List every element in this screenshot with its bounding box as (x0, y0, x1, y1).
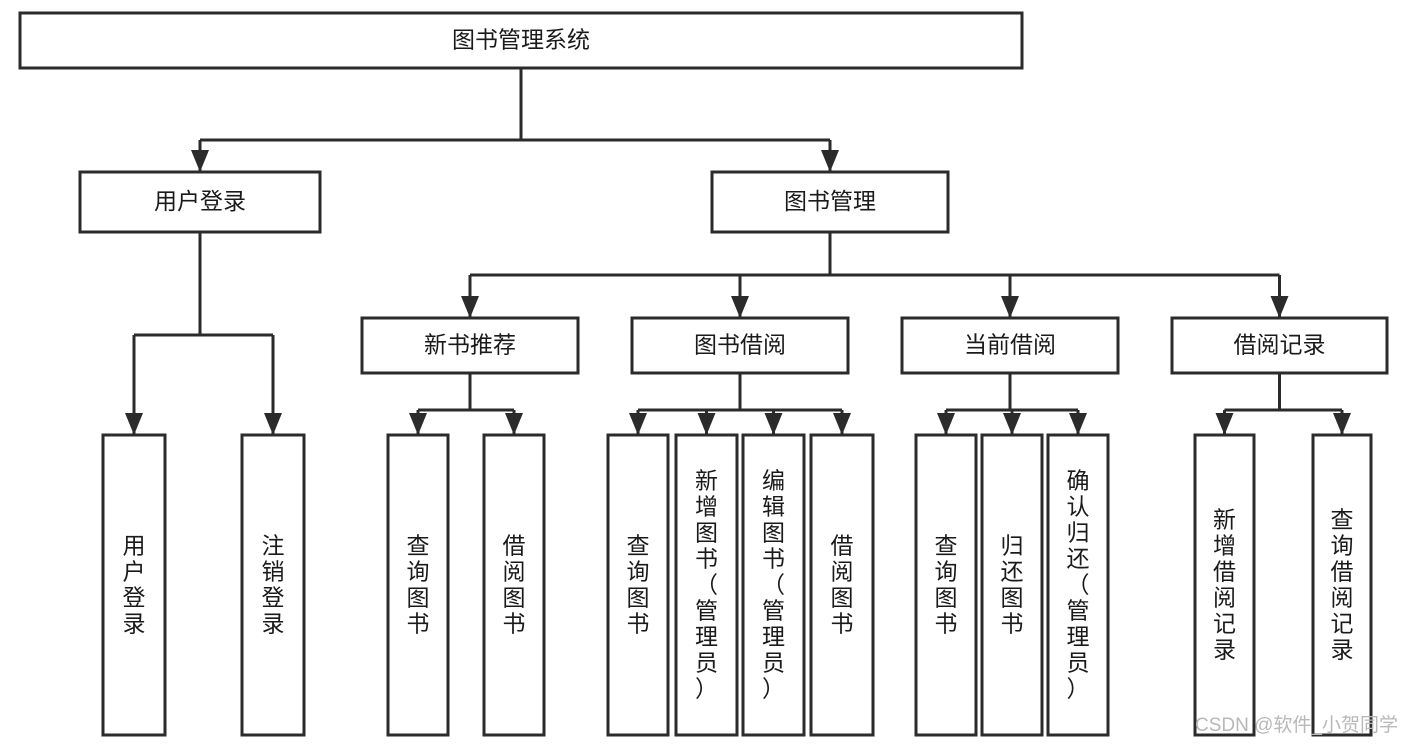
node-label-borrow-borrow-book: 借阅图书 (831, 532, 854, 636)
arrow-head-icon-current-query-book (937, 413, 955, 435)
node-label-book-borrow: 图书借阅 (694, 332, 786, 358)
node-label-borrow-add-book-admin: 新增图书（管理员） (695, 467, 718, 701)
node-borrow-edit-book-admin[interactable]: 编辑图书（管理员） (741, 433, 806, 737)
node-user-login[interactable]: 用户登录 (78, 170, 322, 234)
arrow-head-icon-borrow-add-book-admin (697, 413, 716, 435)
node-root[interactable]: 图书管理系统 (18, 11, 1024, 70)
node-box-borrow-record (1170, 316, 1389, 375)
node-box-current-confirm-return-admin (1046, 433, 1110, 737)
node-label-current-query-book: 查询图书 (935, 532, 958, 636)
arrow-head-icon-book-borrow (731, 296, 749, 318)
arrow-head-icon-new-book-recommend (461, 296, 479, 318)
node-box-recommend-query-book (386, 433, 450, 737)
node-label-borrow-record: 借阅记录 (1234, 332, 1326, 358)
node-box-user-login (78, 170, 322, 234)
node-user-login-action[interactable]: 用户登录 (101, 433, 167, 737)
node-label-current-return-book: 归还图书 (1001, 532, 1024, 636)
node-box-user-logout-action (240, 433, 306, 737)
arrow-head-icon-book-management (821, 150, 839, 172)
node-label-new-book-recommend: 新书推荐 (424, 332, 516, 358)
arrow-head-icon-current-borrow (1001, 296, 1019, 318)
node-current-borrow[interactable]: 当前借阅 (900, 316, 1120, 375)
node-current-confirm-return-admin[interactable]: 确认归还（管理员） (1046, 433, 1110, 737)
node-box-root (18, 11, 1024, 70)
node-box-borrow-add-book-admin (674, 433, 739, 737)
node-recommend-borrow-book[interactable]: 借阅图书 (482, 433, 546, 737)
node-box-borrow-edit-book-admin (741, 433, 806, 737)
node-box-record-add (1193, 433, 1256, 737)
arrow-head-icon-borrow-edit-book-admin (764, 413, 783, 435)
node-box-current-borrow (900, 316, 1120, 375)
node-user-logout-action[interactable]: 注销登录 (240, 433, 306, 737)
node-current-query-book[interactable]: 查询图书 (914, 433, 978, 737)
node-book-management[interactable]: 图书管理 (710, 170, 950, 234)
node-label-root: 图书管理系统 (452, 27, 590, 53)
node-box-borrow-query-book (606, 433, 670, 737)
csdn-watermark: CSDN @软件_小贺同学 (1195, 714, 1398, 736)
node-borrow-query-book[interactable]: 查询图书 (606, 433, 670, 737)
node-borrow-add-book-admin[interactable]: 新增图书（管理员） (674, 433, 739, 737)
node-box-new-book-recommend (360, 316, 580, 375)
node-record-query[interactable]: 查询借阅记录 (1311, 433, 1373, 737)
arrow-head-icon-user-logout-action (264, 413, 282, 435)
connectors-layer (125, 68, 1351, 435)
node-record-add[interactable]: 新增借阅记录 (1193, 433, 1256, 737)
arrow-head-icon-recommend-borrow-book (505, 413, 523, 435)
node-box-book-management (710, 170, 950, 234)
node-borrow-record[interactable]: 借阅记录 (1170, 316, 1389, 375)
node-label-book-management: 图书管理 (784, 188, 876, 214)
node-label-record-add: 新增借阅记录 (1213, 506, 1236, 662)
node-box-user-login-action (101, 433, 167, 737)
node-label-user-login: 用户登录 (154, 188, 246, 214)
arrow-head-icon-user-login-action (125, 413, 143, 435)
node-box-current-query-book (914, 433, 978, 737)
arrow-head-icon-current-return-book (1003, 413, 1021, 435)
node-label-user-logout-action: 注销登录 (262, 532, 285, 636)
node-recommend-query-book[interactable]: 查询图书 (386, 433, 450, 737)
node-borrow-borrow-book[interactable]: 借阅图书 (809, 433, 875, 737)
node-label-borrow-query-book: 查询图书 (627, 532, 650, 636)
node-label-recommend-borrow-book: 借阅图书 (503, 532, 526, 636)
node-box-borrow-borrow-book (809, 433, 875, 737)
arrow-head-icon-borrow-borrow-book (833, 413, 851, 435)
node-label-user-login-action: 用户登录 (123, 532, 146, 636)
node-label-recommend-query-book: 查询图书 (407, 532, 430, 636)
arrow-head-icon-borrow-record (1270, 296, 1289, 318)
node-box-record-query (1311, 433, 1373, 737)
arrow-head-icon-record-add (1215, 413, 1234, 435)
node-book-borrow[interactable]: 图书借阅 (630, 316, 850, 375)
node-box-book-borrow (630, 316, 850, 375)
node-label-borrow-edit-book-admin: 编辑图书（管理员） (762, 467, 785, 701)
arrow-head-icon-record-query (1333, 413, 1351, 435)
node-current-return-book[interactable]: 归还图书 (980, 433, 1044, 737)
node-label-current-confirm-return-admin: 确认归还（管理员） (1067, 467, 1090, 701)
boxes-layer: 图书管理系统用户登录用户登录注销登录图书管理新书推荐查询图书借阅图书图书借阅查询… (18, 11, 1389, 737)
arrow-head-icon-recommend-query-book (409, 413, 427, 435)
node-box-recommend-borrow-book (482, 433, 546, 737)
arrow-head-icon-current-confirm-return-admin (1069, 413, 1087, 435)
node-box-current-return-book (980, 433, 1044, 737)
node-new-book-recommend[interactable]: 新书推荐 (360, 316, 580, 375)
arrow-head-icon-borrow-query-book (629, 413, 647, 435)
arrow-head-icon-user-login (191, 150, 209, 172)
node-label-current-borrow: 当前借阅 (964, 332, 1056, 358)
node-label-record-query: 查询借阅记录 (1331, 506, 1354, 662)
